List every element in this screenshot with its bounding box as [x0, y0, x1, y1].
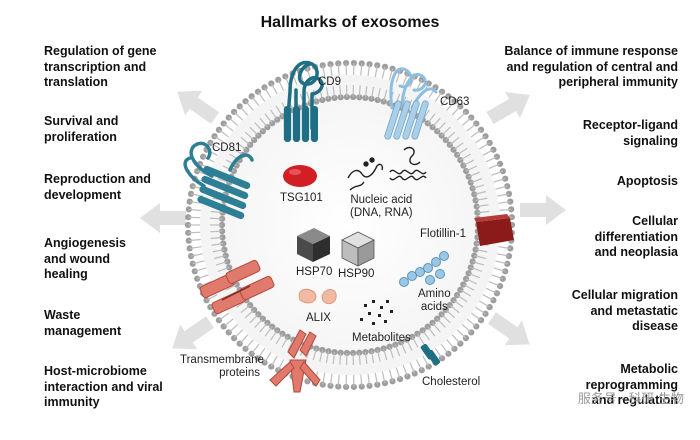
left-label-survival: Survival and proliferation	[44, 114, 119, 144]
label-flotillin: Flotillin-1	[420, 228, 467, 240]
right-label-immune: Balance of immune response and regulatio…	[504, 44, 678, 89]
right-label-migration: Cellular migration and metastatic diseas…	[571, 288, 678, 333]
nucleic-acid-strands	[347, 146, 427, 191]
arrow-upper-left	[177, 90, 220, 124]
cd63-helices	[384, 100, 429, 140]
tsg101-molecule	[283, 165, 317, 187]
arrow-left	[140, 203, 186, 233]
left-label-angiogenesis: Angiogenesis and wound healing	[44, 236, 126, 281]
tsg101-highlight	[289, 169, 301, 175]
cd81-protein	[183, 141, 254, 188]
label-hsp90: HSP90	[338, 268, 375, 280]
transmembrane-proteins	[199, 259, 275, 315]
label-nucleic-acid: Nucleic acid (DNA, RNA)	[350, 194, 413, 219]
right-label-apoptosis: Apoptosis	[616, 174, 678, 188]
watermark: 服务号 · 科研 生物	[577, 391, 684, 406]
left-label-microbiome: Host-microbiome interaction and viral im…	[44, 364, 163, 409]
left-label-gene-regulation: Regulation of gene transcription and tra…	[44, 44, 157, 89]
label-metabolites: Metabolites	[352, 332, 411, 344]
cd9-helices	[284, 106, 318, 142]
hsp70-molecule	[297, 228, 330, 262]
flotillin-protein	[474, 214, 514, 246]
amino-acid-chain	[399, 251, 449, 287]
arrow-lower-left	[172, 316, 215, 350]
left-label-reproduction: Reproduction and development	[44, 172, 151, 202]
label-amino-acids: Amino acids	[418, 288, 451, 313]
arrow-right	[520, 195, 566, 225]
cholesterol-molecule	[420, 343, 441, 366]
hsp90-molecule	[341, 231, 375, 267]
left-label-waste: Waste management	[44, 308, 122, 338]
right-label-receptor: Receptor-ligand signaling	[582, 118, 678, 148]
label-transmembrane: Transmembrane proteins	[180, 354, 264, 379]
alix-molecule	[298, 288, 337, 305]
arrow-upper-right	[486, 92, 530, 125]
metabolites-dots	[360, 300, 393, 325]
vesicle	[184, 59, 516, 391]
y-receptor	[269, 329, 321, 393]
figure-title: Hallmarks of exosomes	[260, 14, 440, 31]
label-alix: ALIX	[306, 312, 331, 324]
vesicle-lumen	[200, 75, 500, 375]
arrow-lower-right	[487, 312, 530, 346]
label-cholesterol: Cholesterol	[422, 376, 481, 388]
label-hsp70: HSP70	[296, 266, 333, 278]
label-cd81: CD81	[212, 142, 242, 154]
label-tsg101: TSG101	[280, 192, 323, 204]
label-cd9: CD9	[318, 76, 342, 88]
label-cd63: CD63	[440, 96, 470, 108]
right-label-metabolic: Metabolic reprogramming and regulation	[585, 362, 678, 407]
outward-arrows	[140, 90, 566, 350]
cd81-helices	[197, 165, 251, 220]
right-label-differentiation: Cellular differentiation and neoplasia	[594, 214, 678, 259]
